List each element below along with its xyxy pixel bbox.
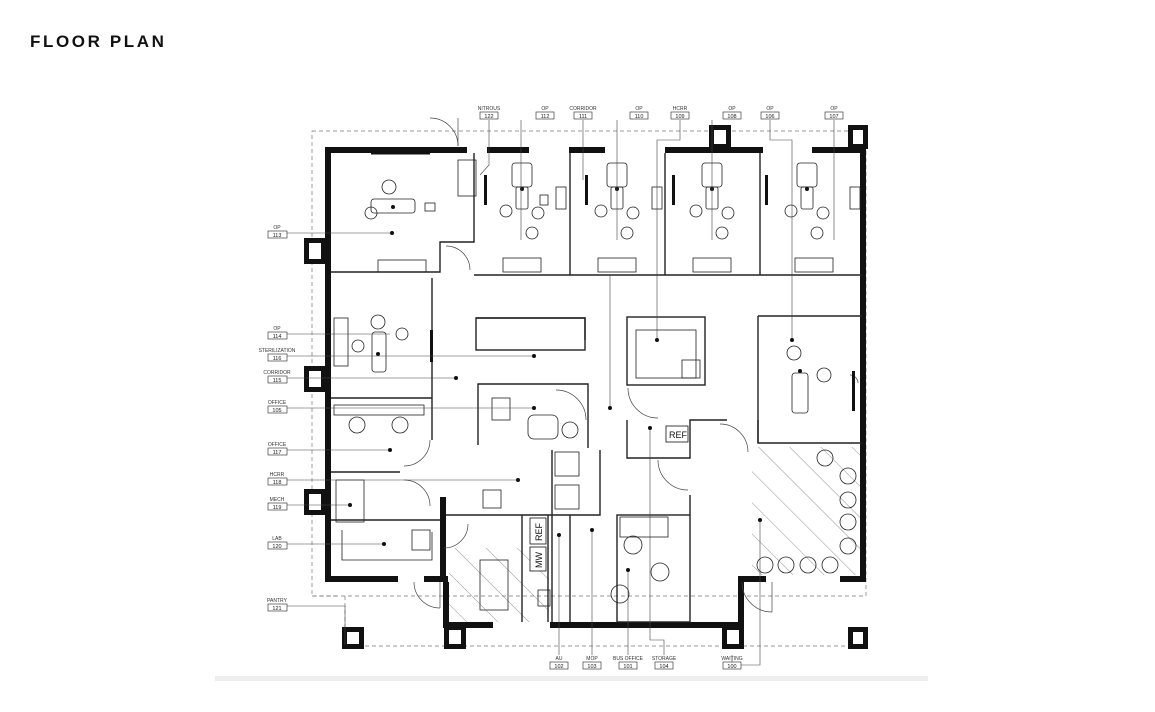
svg-text:101: 101 [623,664,632,670]
svg-text:106: 106 [765,114,774,120]
svg-text:OP: OP [830,106,838,112]
svg-text:121: 121 [272,606,281,612]
room-tag-op-106: OP 106 [760,106,780,120]
exterior-walls [325,147,866,628]
room-tag-mech: MECH 119 [267,497,288,511]
svg-text:102: 102 [554,664,563,670]
dental-chair-112 [484,162,549,240]
svg-text:STORAGE: STORAGE [652,656,677,662]
mw-label: MW [534,552,544,568]
room-tag-au: AU 102 [549,656,569,670]
room-tag-lab: LAB 120 [267,536,288,550]
bottom-rule [215,676,928,681]
room-tag-op-110: OP 110 [629,106,649,120]
room-tag-mop: MOP 103 [582,656,602,670]
room-tag-op-108: OP 108 [722,106,742,120]
svg-text:HCRR: HCRR [270,472,285,478]
room-tag-sterilization: STERILIZATION 116 [259,348,296,362]
svg-text:122: 122 [484,114,493,120]
dental-chair-110 [585,162,640,240]
room-tag-waiting: WAITING 100 [721,656,742,670]
svg-text:112: 112 [541,114,550,120]
room-tag-op-107: OP 107 [824,106,844,120]
room-tag-pantry: PANTRY 121 [267,598,287,612]
svg-text:113: 113 [273,233,282,239]
room-tag-hcrr-118: HCRR 118 [267,472,288,486]
room-tag-office-105: OFFICE 105 [267,400,288,414]
room-tag-office-117: OFFICE 117 [267,442,288,456]
room-tag-op-114: OP 114 [267,326,288,340]
svg-text:OP: OP [273,326,281,332]
svg-text:120: 120 [272,544,281,550]
interior-walls [331,153,862,623]
svg-text:WAITING: WAITING [721,656,742,662]
svg-text:STERILIZATION: STERILIZATION [259,348,296,354]
svg-text:117: 117 [273,450,282,456]
room-tags-bottom: AU 102 MOP 103 BUS OFFICE 101 STORAGE 10… [549,656,743,670]
svg-text:108: 108 [727,114,736,120]
page-title: FLOOR PLAN [30,32,167,51]
room-tag-bus-office: BUS OFFICE 101 [613,656,644,670]
room-tags-top: NITROUS 122 OP 112 CORRIDOR 111 OP 110 H… [478,106,844,120]
ref-label-storage: REF [669,430,688,440]
svg-text:118: 118 [273,480,282,486]
dental-chair-107 [765,162,830,240]
svg-text:NITROUS: NITROUS [478,106,501,112]
svg-text:109: 109 [675,114,684,120]
svg-text:LAB: LAB [272,536,282,542]
svg-text:OP: OP [541,106,549,112]
svg-text:104: 104 [659,664,668,670]
room-tag-nitrous: NITROUS 122 [478,106,501,120]
structural-columns [304,125,868,649]
svg-text:CORRIDOR: CORRIDOR [263,370,291,376]
svg-text:CORRIDOR: CORRIDOR [569,106,597,112]
room-tag-corridor-115: CORRIDOR 115 [263,370,291,384]
room-tags-left: OP 113 OP 114 STERILIZATION 116 CORRIDOR… [259,225,296,612]
svg-text:111: 111 [579,114,587,120]
svg-text:107: 107 [829,114,838,120]
svg-text:114: 114 [273,334,282,340]
svg-text:OP: OP [728,106,736,112]
svg-text:HCRR: HCRR [673,106,688,112]
svg-text:OP: OP [766,106,774,112]
door-swings [403,117,859,613]
svg-text:PANTRY: PANTRY [267,598,287,604]
counters-and-furniture [333,159,861,611]
svg-text:105: 105 [272,408,281,414]
room-dots [348,231,794,572]
room-tag-hcrr-109: HCRR 109 [670,106,690,120]
dental-chair-114 [351,314,433,373]
dental-chair-106 [786,345,855,414]
svg-text:MECH: MECH [270,497,285,503]
operatory-fixtures [351,151,855,414]
room-leaders [287,120,835,666]
svg-text:119: 119 [273,505,282,511]
room-tag-op-112: OP 112 [535,106,555,120]
ref-label-pantry: REF [534,522,544,541]
svg-text:AU: AU [556,656,563,662]
room-tag-corridor-111: CORRIDOR 111 [569,106,597,120]
svg-text:BUS OFFICE: BUS OFFICE [613,656,644,662]
svg-text:MOP: MOP [586,656,598,662]
svg-text:OFFICE: OFFICE [268,442,287,448]
svg-text:OP: OP [273,225,281,231]
svg-text:110: 110 [635,114,644,120]
svg-text:115: 115 [273,378,282,384]
svg-text:OFFICE: OFFICE [268,400,287,406]
room-tag-op-113: OP 113 [267,225,288,239]
dental-chair-113 [364,151,436,220]
svg-text:116: 116 [273,356,282,362]
svg-text:100: 100 [727,664,736,670]
fixture-labels: REF REF MW [529,425,689,572]
svg-text:OP: OP [635,106,643,112]
hatched-floor-areas [449,447,862,622]
dental-chair-108 [672,162,735,240]
room-tag-storage: STORAGE 104 [652,656,677,670]
svg-text:103: 103 [587,664,596,670]
